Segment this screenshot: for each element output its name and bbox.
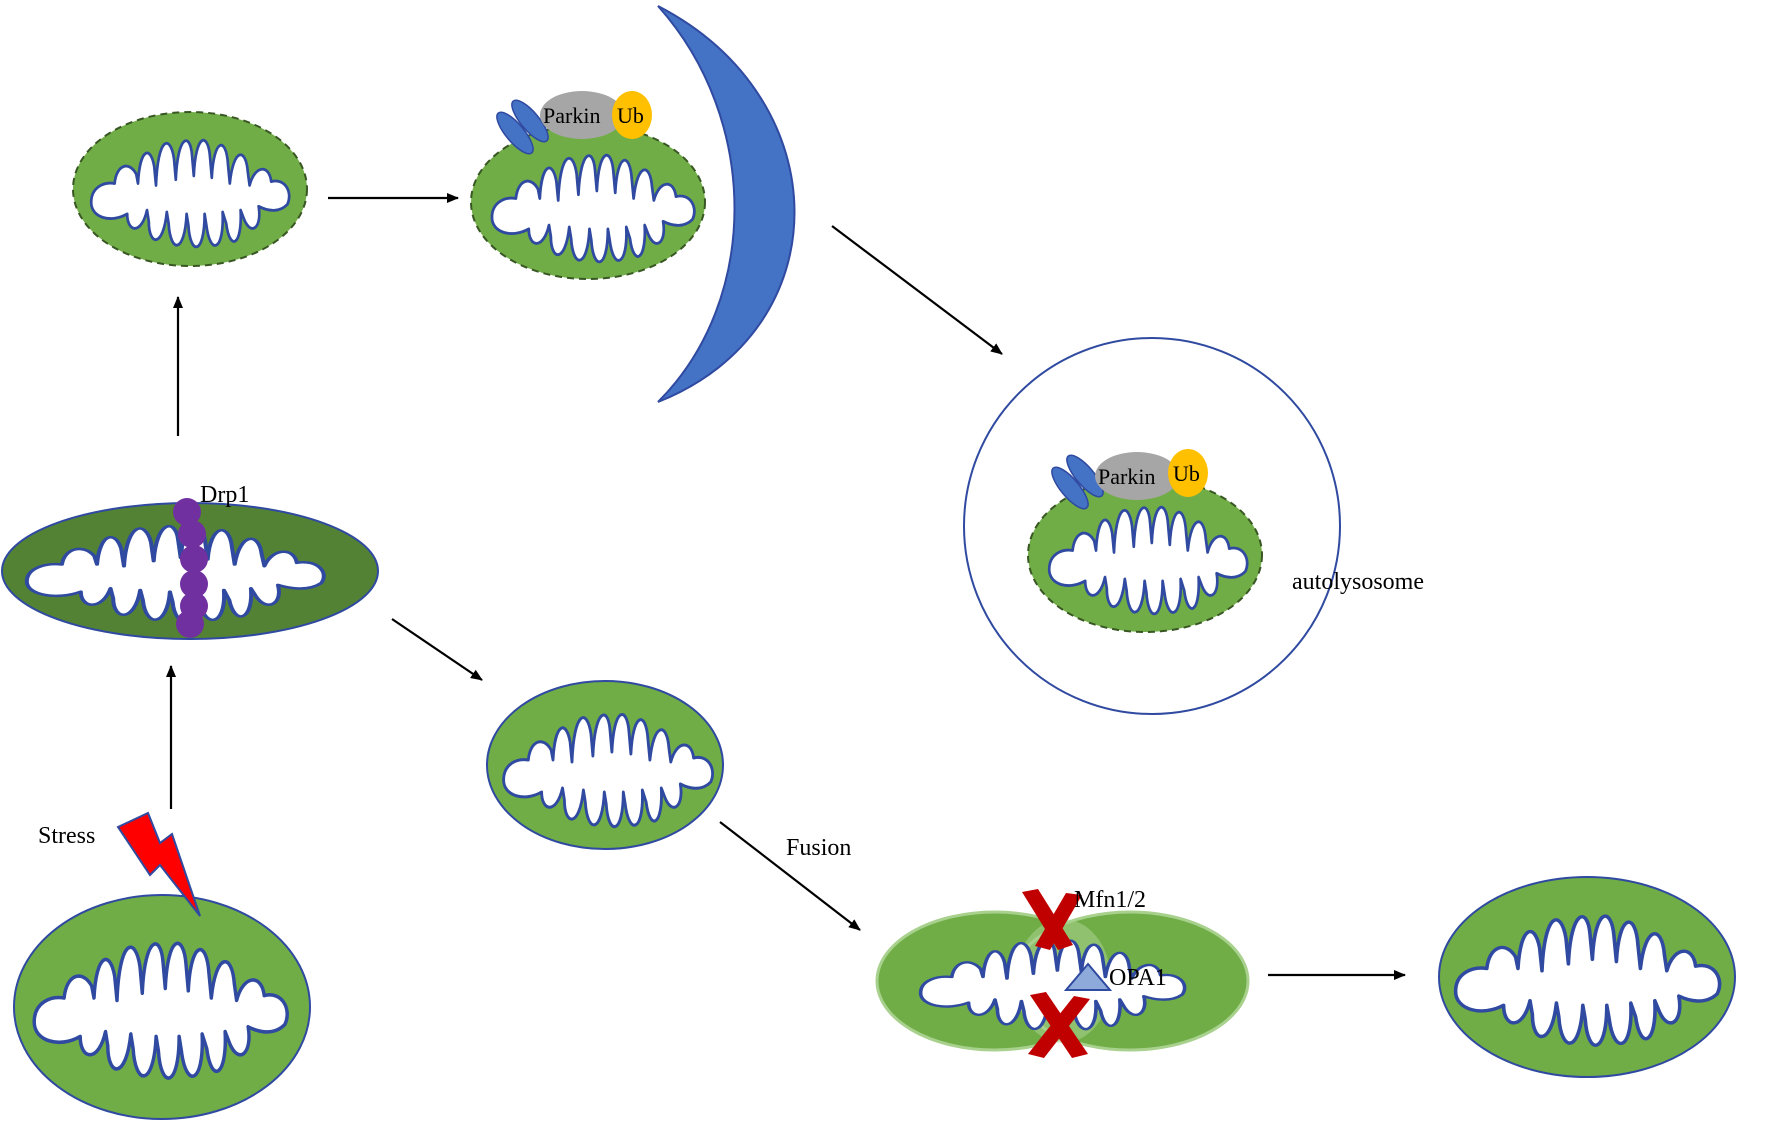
- arrow-to-autolysosome: [831, 225, 1003, 355]
- stressed-mitochondrion: [13, 894, 311, 1120]
- autolysosome: [963, 337, 1341, 715]
- ub-top-shape: [612, 91, 652, 139]
- drp1-label: Drp1: [200, 482, 249, 508]
- stress-lightning-icon: [116, 811, 201, 917]
- opa1-label: OPA1: [1109, 965, 1167, 991]
- fused-mitochondrion: [1438, 876, 1736, 1078]
- fusion-label: Fusion: [786, 835, 851, 861]
- blocked-opa1-x-icon: [1028, 992, 1090, 1058]
- pink1-receptor-icon: [496, 99, 549, 155]
- phagophore-crescent: [657, 5, 796, 403]
- damaged-mitochondrion: [72, 111, 308, 267]
- drp1-ring: [173, 498, 208, 638]
- daughter-mitochondrion: [486, 680, 724, 850]
- parkin-tagged-mitochondrion: [470, 124, 706, 280]
- arrow-fusion: [719, 821, 861, 931]
- ub-auto-label: Ub: [1173, 461, 1200, 486]
- parkin-auto-shape: [1095, 452, 1179, 500]
- ub-top-label: Ub: [617, 103, 644, 128]
- parkin-auto-label: Parkin: [1098, 464, 1155, 489]
- autolysosome-label: autolysosome: [1292, 569, 1424, 595]
- parkin-top-shape: [540, 91, 624, 139]
- stress-label: Stress: [38, 823, 95, 849]
- arrow-fission-to-daughter: [391, 618, 483, 681]
- autolysosome-pink1-icon: [1051, 454, 1104, 510]
- opa1-triangle-icon: [1063, 962, 1113, 991]
- mfn-label: Mfn1/2: [1074, 887, 1146, 913]
- parkin-top-label: Parkin: [543, 103, 600, 128]
- ub-auto-shape: [1168, 449, 1208, 497]
- blocked-mfn-x-icon: [1022, 889, 1082, 950]
